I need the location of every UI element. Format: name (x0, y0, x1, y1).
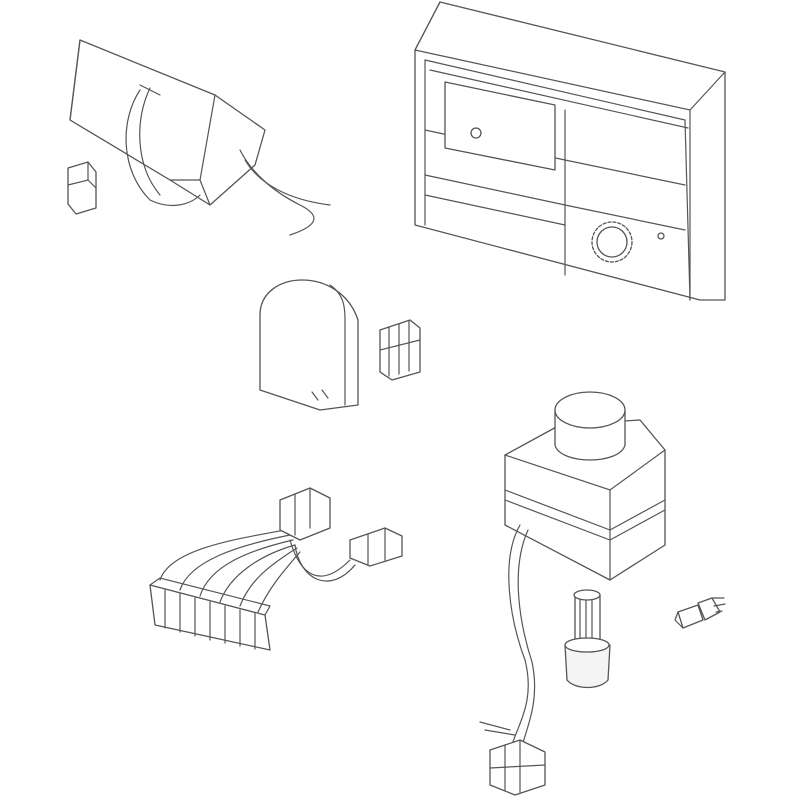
terminal-cover (69, 39, 331, 236)
bushing (564, 589, 611, 689)
actuator-motor (479, 391, 666, 753)
wiring-harness (149, 487, 403, 651)
controller-unit (414, 1, 726, 301)
small-connector (67, 161, 97, 215)
actuator-connector (489, 739, 546, 796)
screw-fitting (674, 597, 726, 629)
terminal-block (379, 319, 421, 381)
sensor-housing (259, 279, 359, 411)
